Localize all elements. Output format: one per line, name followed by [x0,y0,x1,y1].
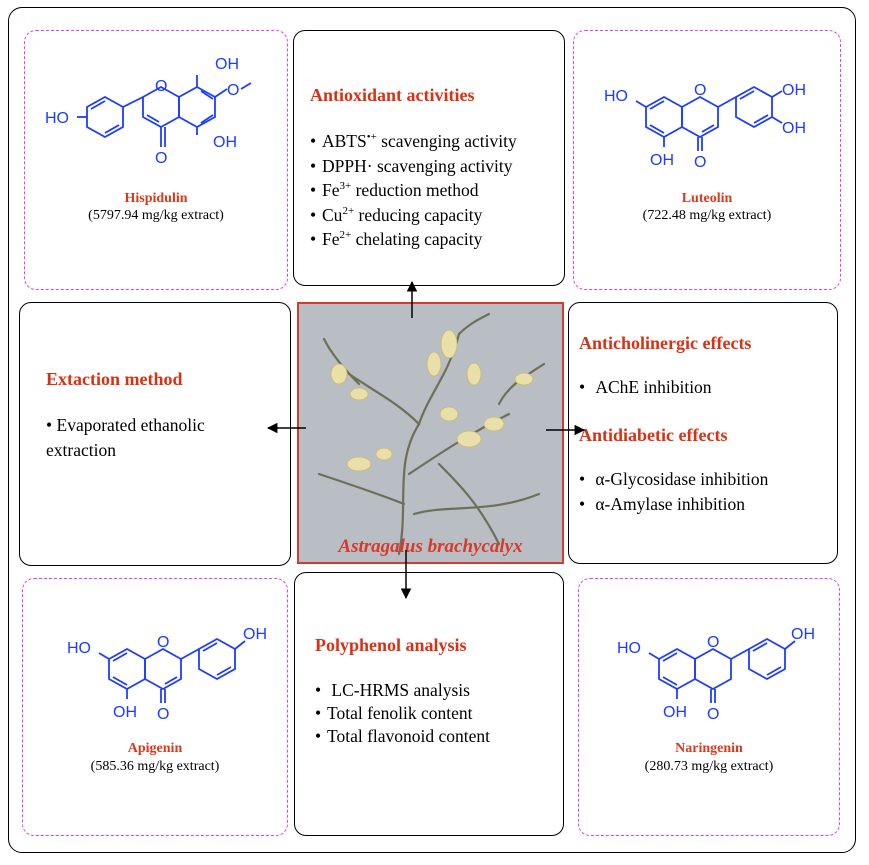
polyphenol-item: •Total fenolik content [315,703,473,723]
naringenin-o-ring-label: O [707,634,719,651]
apigenin-structure: HO O OH O OH [67,626,267,723]
naringenin-oh-top-label: OH [791,626,815,643]
apigenin-o-carbonyl-label: O [157,706,169,723]
polyphenol-item: • LC-HRMS analysis [315,680,470,700]
polyphenol-heading: Polyphenol analysis [315,635,467,655]
hispidulin-oh-bottom-label: OH [213,134,237,151]
antioxidant-heading: Antioxidant activities [310,85,475,105]
apigenin-o-ring-label: O [157,634,169,651]
hispidulin-o-ring-label: O [155,78,167,95]
luteolin-oh-bottom-label: OH [650,152,674,169]
naringenin-amount: (280.73 mg/kg extract) [644,759,774,774]
extraction-item-continued: extraction [46,439,116,460]
antidiabetic-item: • α-Glycosidase inhibition [579,469,769,489]
antioxidant-item: •Cu2+ reducing capacity [310,204,483,225]
naringenin-ho-label: HO [617,640,641,657]
hispidulin-structure: HO O O OH O OH [45,56,252,167]
hispidulin-amount: (5797.94 mg/kg extract) [88,208,224,223]
apigenin-ho-label: HO [67,640,91,657]
naringenin-oh-bottom-label: OH [663,704,687,721]
extraction-item: • Evaporated ethanolic [46,415,205,435]
anticholinergic-list: • AChE inhibition [579,375,712,400]
anticholinergic-item: • AChE inhibition [579,377,712,397]
luteolin-oh-top-label: OH [782,82,806,99]
antioxidant-item: •ABTS•+ scavenging activity [310,131,517,151]
apigenin-name: Apigenin [127,741,183,756]
apigenin-oh-top-label: OH [243,626,267,643]
naringenin-name: Naringenin [675,741,743,756]
extraction-box: Extaction method • Evaporated ethanolic … [19,302,291,566]
antioxidant-item: •DPPH· scavenging activity [310,155,513,176]
luteolin-ho-label: HO [604,88,628,105]
polyphenol-item: •Total flavonoid content [315,726,491,746]
hispidulin-o-methoxy-label: O [227,82,239,99]
antidiabetic-item: • α-Amylase inhibition [579,493,746,514]
hispidulin-oh-top-label: OH [215,56,239,73]
apigenin-oh-bottom-label: OH [113,704,137,721]
extraction-heading: Extaction method [46,369,183,389]
hispidulin-o-carbonyl-label: O [155,150,167,167]
polyphenol-box: Polyphenol analysis • LC-HRMS analysis •… [294,572,564,836]
compound-card-luteolin: HO O OH O OH OH Luteolin (722.48 mg/kg e… [573,30,841,290]
luteolin-name: Luteolin [681,191,733,206]
effects-box: Anticholinergic effects • AChE inhibitio… [568,302,838,564]
antioxidant-box: Antioxidant activities •ABTS•+ scavengin… [293,30,565,286]
compound-card-apigenin: HO O OH O OH Apigenin (585.36 mg/kg extr… [22,578,288,836]
antidiabetic-heading: Antidiabetic effects [579,425,728,445]
compound-card-naringenin: HO O OH O OH Naringenin (280.73 mg/kg ex… [578,578,840,836]
antidiabetic-list: • α-Glycosidase inhibition • α-Amylase i… [579,467,768,516]
outer-frame [8,7,856,853]
extraction-list: • Evaporated ethanolic extraction [46,413,205,462]
polyphenol-list: • LC-HRMS analysis •Total fenolik conten… [315,679,490,748]
anticholinergic-heading: Anticholinergic effects [579,333,752,353]
apigenin-amount: (585.36 mg/kg extract) [90,759,220,774]
luteolin-o-ring-label: O [694,82,706,99]
luteolin-amount: (722.48 mg/kg extract) [642,208,772,223]
compound-card-hispidulin: HO O O OH O OH Hispidulin (5797.94 mg/kg… [24,30,288,290]
antioxidant-item: •Fe2+ chelating capacity [310,229,483,249]
hispidulin-name: Hispidulin [124,191,188,206]
hispidulin-ho-label: HO [45,110,69,127]
naringenin-structure: HO O OH O OH [617,626,815,723]
antioxidant-item: •Fe3+ reduction method [310,180,479,200]
plant-label: Astragalus brachycalyx [338,536,523,557]
antioxidant-list: •ABTS•+ scavenging activity •DPPH· scave… [310,129,517,252]
luteolin-oh-right-label: OH [782,120,806,137]
luteolin-structure: HO O OH O OH OH [604,82,806,171]
luteolin-o-carbonyl-label: O [694,154,706,171]
plant-photo: Astragalus brachycalyx [297,302,564,564]
plant-illustration [317,312,546,556]
naringenin-o-carbonyl-label: O [707,706,719,723]
